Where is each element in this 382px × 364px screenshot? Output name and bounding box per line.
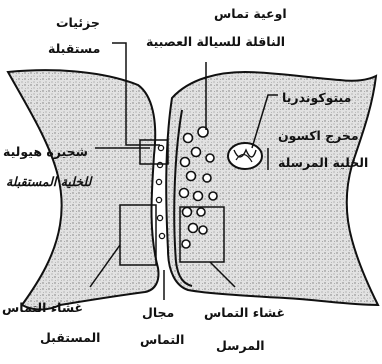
label-synaptic-cleft-1: مجال bbox=[142, 307, 174, 320]
postsynaptic-dendrite-shape bbox=[8, 70, 158, 309]
label-synaptic-vesicles-1: اوعية تماس bbox=[214, 8, 287, 21]
label-dendrite-2: للخلية المستقبلة bbox=[6, 176, 91, 189]
label-dendrite-1: شجيرة هيولية bbox=[3, 146, 88, 159]
label-synaptic-cleft-2: التماس bbox=[140, 334, 184, 347]
label-postsynaptic-membrane-1: غشاء التماس bbox=[2, 302, 83, 315]
label-receptor-molecules-1: جزئيات bbox=[56, 17, 100, 30]
axon-terminal-shape bbox=[166, 72, 378, 305]
mitochondrion-shape bbox=[228, 143, 262, 169]
label-presynaptic-membrane-2: المرسل bbox=[216, 340, 265, 353]
label-axon-terminal-1: مخرج اكسون bbox=[278, 130, 359, 143]
label-receptor-molecules-2: مستقبلة bbox=[48, 43, 100, 56]
label-axon-terminal-2: الخلية المرسلة bbox=[278, 157, 368, 170]
label-synaptic-vesicles-2: الناقلة للسيالة العصبية bbox=[146, 36, 285, 49]
label-mitochondria: ميتوكوندريا bbox=[282, 92, 351, 105]
label-presynaptic-membrane-1: غشاء التماس bbox=[204, 307, 285, 320]
receptor-molecules bbox=[156, 145, 164, 238]
label-postsynaptic-membrane-2: المستقبل bbox=[40, 332, 100, 345]
